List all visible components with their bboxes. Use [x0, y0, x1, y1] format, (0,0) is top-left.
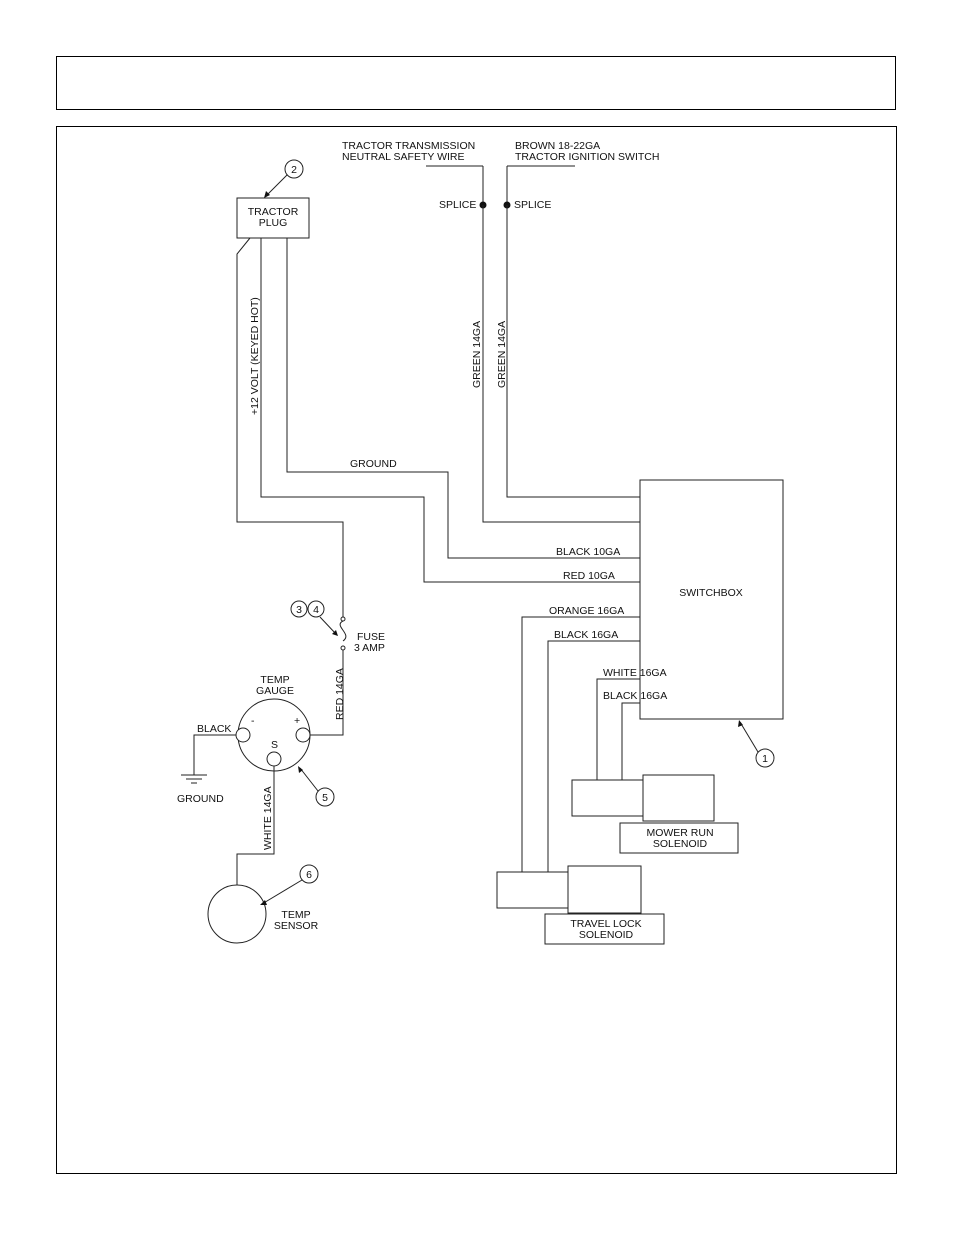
callout-5-circle [315, 787, 335, 807]
white-16ga-label: WHITE 16GA [603, 667, 667, 679]
mower-run-label-2: SOLENOID [653, 838, 708, 850]
tractor-plug-box [236, 197, 310, 239]
callout-5-arrow [298, 766, 303, 773]
black-10ga-label: BLACK 10GA [556, 546, 620, 558]
tractor-plug-label-2: PLUG [259, 217, 288, 229]
gauge-plus-label: + [294, 715, 300, 727]
fuse-label-1: FUSE [357, 631, 385, 643]
switchbox-label: SWITCHBOX [679, 587, 743, 599]
callout-1-circle [755, 748, 775, 768]
gauge-black-label: BLACK [197, 723, 231, 735]
callout-5-leader [299, 767, 319, 792]
callout-4: 4 [313, 604, 319, 616]
black-16ga-b-label: BLACK 16GA [603, 690, 667, 702]
callout-3: 3 [296, 604, 302, 616]
ground-wire-label: GROUND [350, 458, 397, 470]
travel-lock-label-2: SOLENOID [579, 929, 634, 941]
diagram-frame [56, 126, 897, 1174]
switchbox [639, 479, 784, 720]
mower-run-body [571, 779, 644, 817]
green-wire-right [506, 205, 640, 498]
temp-sensor-label-1: TEMP [281, 909, 310, 921]
green-left-label: GREEN 14GA [471, 321, 483, 388]
callout-4-circle [307, 600, 325, 618]
black-16ga-wire-b [621, 702, 640, 780]
orange-16ga-wire [521, 616, 640, 872]
header-box [56, 56, 896, 110]
callout-6: 6 [306, 869, 312, 881]
callout-1: 1 [762, 753, 768, 765]
gauge-minus-label: - [251, 715, 255, 727]
fuse-label-2: 3 AMP [354, 642, 385, 654]
mower-run-label-box [619, 822, 739, 854]
green-right-label: GREEN 14GA [496, 321, 508, 388]
keyed-hot-label: +12 VOLT (KEYED HOT) [249, 297, 261, 415]
splice-left-label: SPLICE [439, 199, 476, 211]
black-16ga-wire-a [547, 640, 640, 872]
callout-3-circle [290, 600, 308, 618]
gauge-s-terminal [266, 751, 282, 767]
black-10ga-wire [286, 238, 640, 559]
callout-1-arrow [738, 720, 743, 727]
fuse-top-terminal [340, 616, 346, 622]
red-10ga-label: RED 10GA [563, 570, 615, 582]
callout-fuse-arrow [332, 630, 338, 636]
tractor-plug-label-1: TRACTOR [248, 206, 299, 218]
fuse-element [339, 620, 347, 642]
brown-wire-label-1: BROWN 18-22GA [515, 140, 600, 152]
gauge-minus-terminal [235, 727, 251, 743]
callout-6-circle [299, 864, 319, 884]
callout-5: 5 [322, 792, 328, 804]
callout-2: 2 [291, 164, 297, 176]
temp-sensor [207, 884, 267, 944]
tractor-transmission-label-2: NEUTRAL SAFETY WIRE [342, 151, 465, 163]
temp-sensor-label-2: SENSOR [274, 920, 319, 932]
mower-run-coil [642, 774, 715, 822]
white-16ga-wire [596, 678, 640, 780]
white-14ga-label: WHITE 14GA [262, 786, 274, 850]
travel-lock-coil [567, 865, 642, 914]
gauge-plus-terminal [295, 727, 311, 743]
callout-1-leader [739, 721, 759, 753]
temp-gauge-label-2: GAUGE [256, 685, 294, 697]
orange-16ga-label: ORANGE 16GA [549, 605, 624, 617]
red-14ga-wire [310, 650, 344, 736]
gauge-black-wire [193, 734, 236, 775]
red-14ga-label: RED 14GA [334, 668, 346, 720]
brown-wire-label-2: TRACTOR IGNITION SWITCH [515, 151, 659, 163]
tractor-transmission-label-1: TRACTOR TRANSMISSION [342, 140, 475, 152]
travel-lock-body [496, 871, 569, 909]
keyed-hot-wire [236, 237, 344, 617]
mower-run-label-1: MOWER RUN [646, 827, 713, 839]
fuse-bottom-terminal [340, 645, 346, 651]
temp-gauge-label-1: TEMP [260, 674, 289, 686]
green-wire-left [482, 205, 640, 523]
travel-lock-label-1: TRAVEL LOCK [570, 918, 641, 930]
callout-2-arrow [264, 191, 270, 198]
black-16ga-a-label: BLACK 16GA [554, 629, 618, 641]
callout-6-arrow [260, 900, 267, 905]
red-10ga-wire [260, 238, 640, 583]
callout-2-circle [284, 159, 304, 179]
splice-right-label: SPLICE [514, 199, 551, 211]
white-14ga-wire [236, 766, 275, 885]
ground-symbol-label: GROUND [177, 793, 224, 805]
callout-2-leader [265, 174, 288, 197]
gauge-s-label: S [271, 739, 278, 751]
callout-fuse-leader [319, 616, 337, 635]
callout-6-leader [261, 879, 303, 905]
travel-lock-label-box [544, 913, 665, 945]
